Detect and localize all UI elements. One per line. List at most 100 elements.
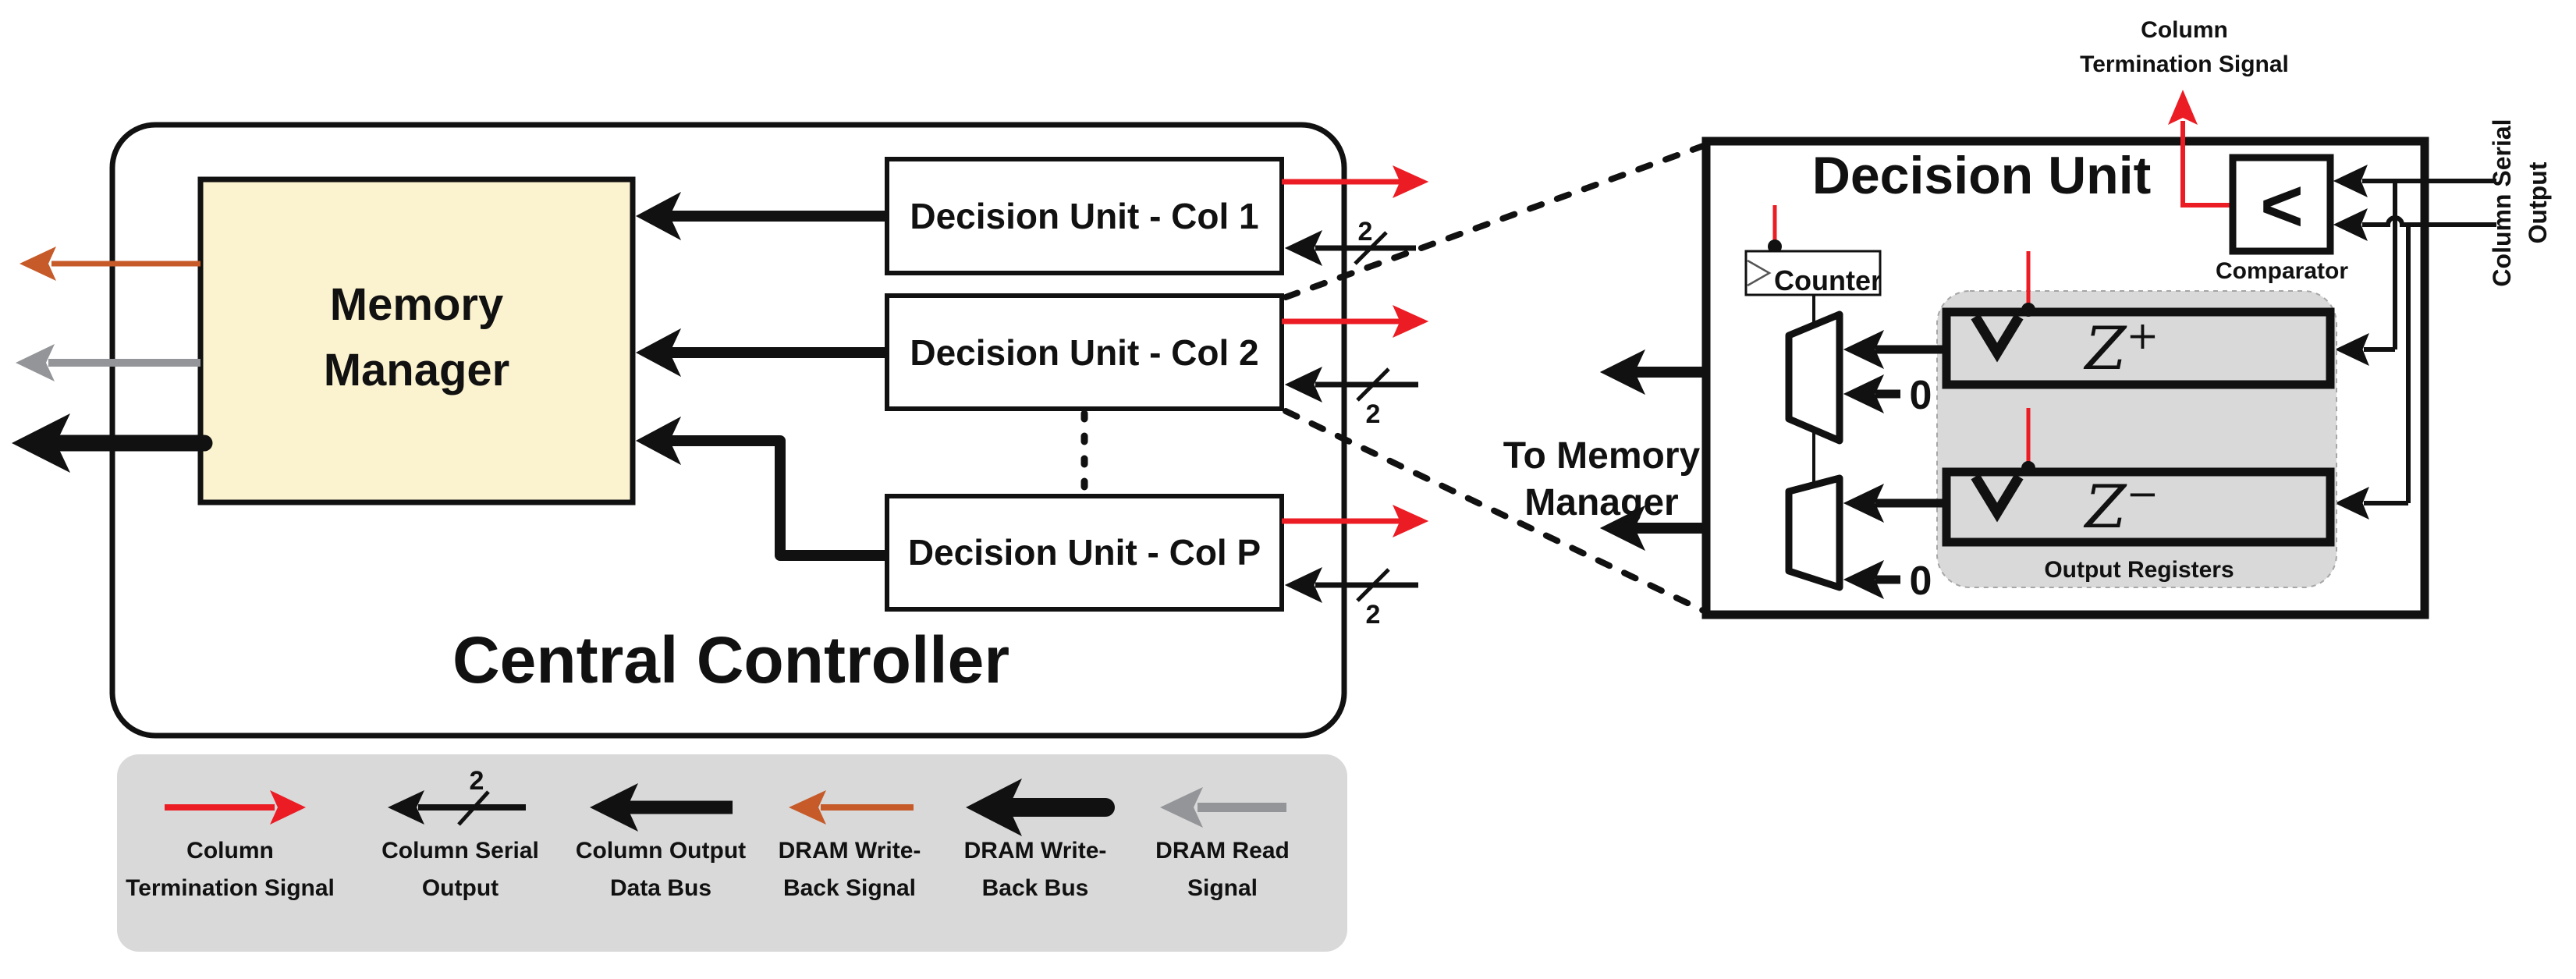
memory-manager-box bbox=[197, 176, 636, 505]
decision-unit-col-1: Decision Unit - Col 1 bbox=[885, 157, 1284, 275]
decision-unit-colp-box bbox=[885, 494, 1284, 612]
bus-colp-elbow-line bbox=[659, 435, 887, 561]
red-up-arrowhead bbox=[2168, 90, 2198, 125]
legend-label: Termination Signal bbox=[126, 875, 335, 901]
red-elbow-line bbox=[2180, 121, 2233, 208]
dram-read-signal-arrowhead bbox=[16, 344, 55, 381]
z-minus-clock-icon bbox=[1971, 474, 2024, 523]
legend-item-column-termination-signal: Column Termination Signal bbox=[126, 790, 335, 901]
mux-top bbox=[1785, 310, 1843, 445]
legend: Column Termination Signal 2 Column Seria… bbox=[117, 754, 1347, 952]
counter-block: Counter bbox=[1744, 250, 1882, 296]
legend-item-dram-write-back-signal: DRAM Write- Back Signal bbox=[779, 790, 921, 901]
comparator-input-upper-arrowhead bbox=[2333, 164, 2368, 198]
decision-unit-col2-label: Decision Unit - Col 2 bbox=[910, 332, 1258, 373]
z-minus-label: Z− bbox=[2084, 471, 2159, 541]
termination-signal-red-wire bbox=[2168, 90, 2233, 208]
legend-drambus-arrowhead bbox=[966, 779, 1022, 836]
red-col1-arrowhead bbox=[1393, 165, 1429, 199]
mux-group bbox=[1785, 295, 1843, 591]
memory-manager-label-line2: Manager bbox=[324, 345, 510, 396]
mux-bottom-output-arrowhead bbox=[1599, 505, 1646, 552]
legend-orange-arrowhead bbox=[789, 790, 826, 825]
zplus-red-dot bbox=[2021, 303, 2035, 317]
decision-unit-col1-box bbox=[885, 157, 1284, 275]
bus-col1-arrowhead bbox=[635, 191, 682, 241]
serial-col2-arrowhead bbox=[1284, 366, 1323, 403]
red-col2-arrowhead bbox=[1393, 304, 1429, 339]
legend-label: Column Serial bbox=[381, 838, 539, 864]
dram-write-back-bus-arrowhead bbox=[12, 413, 70, 473]
decision-unit-col1-label: Decision Unit - Col 1 bbox=[910, 196, 1258, 236]
legend-label: Output bbox=[422, 875, 499, 901]
legend-red-arrowhead bbox=[270, 790, 306, 825]
legend-label: Back Bus bbox=[982, 875, 1089, 901]
legend-colbus-arrowhead bbox=[590, 783, 638, 832]
serial-colp-arrowhead bbox=[1284, 566, 1323, 604]
decision-unit-detail: To Memory Manager Decision Unit Column T… bbox=[1503, 17, 2552, 619]
comparator-input-lower-arrowhead bbox=[2333, 208, 2368, 242]
legend-item-dram-write-back-bus: DRAM Write- Back Bus bbox=[964, 779, 1115, 901]
legend-label: Signal bbox=[1187, 875, 1258, 901]
central-controller-title: Central Controller bbox=[452, 623, 1009, 697]
legend-label: Data Bus bbox=[610, 875, 711, 901]
zplus-input-arrowhead bbox=[2334, 332, 2369, 367]
z-plus-clock-icon bbox=[1971, 314, 2024, 363]
zminus-to-mux-arrowhead bbox=[1843, 483, 1885, 523]
mux-bottom bbox=[1785, 474, 1843, 591]
serial-col2-slash bbox=[1356, 367, 1390, 402]
serial-col1-arrowhead bbox=[1284, 229, 1323, 267]
legend-gray-arrowhead bbox=[1160, 787, 1203, 828]
column-termination-label-line2: Termination Signal bbox=[2080, 51, 2289, 77]
legend-item-column-serial-output: 2 Column Serial Output bbox=[381, 766, 539, 901]
serial-colp-width: 2 bbox=[1366, 600, 1381, 630]
legend-label: DRAM Read bbox=[1155, 838, 1290, 864]
dram-write-back-signal-arrowhead bbox=[20, 247, 56, 281]
column-serial-wires bbox=[2333, 164, 2496, 520]
decision-unit-col2-box bbox=[885, 293, 1284, 411]
zero-top-label: 0 bbox=[1910, 373, 1932, 418]
legend-label: Column Output bbox=[576, 838, 746, 864]
column-serial-output-label-line2: Output bbox=[2524, 161, 2552, 243]
column-output-bus-arrows bbox=[635, 191, 887, 561]
mux-top-output-arrowhead bbox=[1599, 349, 1646, 396]
legend-label: DRAM Write- bbox=[964, 838, 1107, 864]
zero-top-arrowhead bbox=[1843, 374, 1885, 414]
memory-manager-label-line1: Memory bbox=[330, 279, 503, 330]
zminus-input-arrowhead bbox=[2334, 486, 2369, 520]
to-memory-manager-label-line1: To Memory bbox=[1503, 435, 1701, 477]
column-serial-output-label-line1: Column Serial bbox=[2488, 119, 2516, 286]
z-plus-label: Z+ bbox=[2084, 313, 2159, 383]
legend-label: Back Signal bbox=[783, 875, 916, 901]
legend-item-column-output-data-bus: Column Output Data Bus bbox=[576, 783, 746, 901]
zminus-red-dot bbox=[2021, 461, 2035, 475]
counter-label: Counter bbox=[1774, 264, 1882, 296]
zoom-callout-line-bottom bbox=[1283, 408, 1708, 615]
bus-col2-arrowhead bbox=[635, 328, 682, 378]
decision-unit-colp-label: Decision Unit - Col P bbox=[908, 532, 1261, 573]
zplus-to-mux-arrowhead bbox=[1843, 329, 1885, 370]
column-serial-arrows: 2 2 2 bbox=[1284, 217, 1418, 630]
comparator-box bbox=[2229, 154, 2334, 255]
decision-unit-detail-title: Decision Unit bbox=[1812, 146, 2152, 205]
output-registers-label: Output Registers bbox=[2044, 557, 2234, 583]
comparator-label: Comparator bbox=[2216, 258, 2348, 284]
bus-colp-arrowhead bbox=[635, 416, 682, 466]
mux-input-arrows bbox=[1843, 329, 1946, 600]
column-termination-label-line1: Column bbox=[2141, 17, 2228, 43]
legend-label: DRAM Write- bbox=[779, 838, 921, 864]
zero-bottom-arrowhead bbox=[1843, 559, 1885, 600]
decision-unit-col-p: Decision Unit - Col P bbox=[885, 494, 1284, 612]
output-registers-panel: Z+ Z− Output Registers bbox=[1936, 290, 2337, 588]
central-controller-block: Central Controller Memory Manager Decisi… bbox=[12, 122, 1429, 739]
legend-item-dram-read-signal: DRAM Read Signal bbox=[1155, 787, 1290, 901]
serial-col1-slash bbox=[1354, 231, 1388, 265]
legend-serial-width: 2 bbox=[470, 766, 484, 796]
decision-unit-col-2: Decision Unit - Col 2 bbox=[885, 293, 1284, 411]
red-colp-arrowhead bbox=[1393, 504, 1429, 538]
serial-col2-width: 2 bbox=[1366, 399, 1381, 429]
to-memory-manager-label-line2: Manager bbox=[1524, 482, 1678, 523]
comparator-less-than-icon: < bbox=[2260, 165, 2303, 247]
